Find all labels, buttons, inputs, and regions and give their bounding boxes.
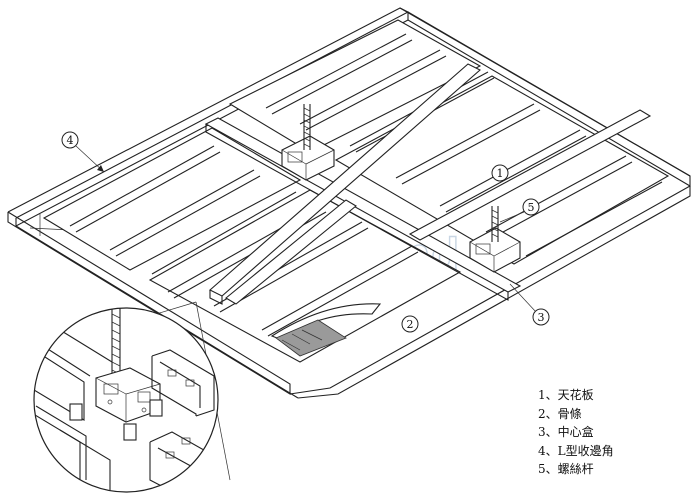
legend-item-runner: 2、骨條 <box>538 406 582 421</box>
callout-2-label: 2 <box>407 318 414 331</box>
insulation-sheet <box>270 303 382 357</box>
threaded-rods <box>303 104 499 242</box>
center-box-lower <box>469 227 521 273</box>
callout-1: 1 <box>491 164 509 182</box>
legend-item-center-box: 3、中心盒 <box>538 425 594 439</box>
callout-5: 5 <box>499 198 540 223</box>
parts-legend: 1、天花板 2、骨條 3、中心盒 4、L型收邊角 5、螺絲杆 <box>538 386 614 479</box>
legend-item-ceiling-panel: 1、天花板 <box>538 388 594 402</box>
legend-item-threaded-rod: 5、螺絲杆 <box>538 462 594 476</box>
legend-item-l-edge-trim: 4、L型收邊角 <box>538 443 614 458</box>
callout-5-label: 5 <box>528 201 535 214</box>
callout-2: 2 <box>401 315 419 333</box>
callout-4: 4 <box>61 131 105 173</box>
callout-1-label: 1 <box>497 167 504 180</box>
callout-4-label: 4 <box>67 134 74 147</box>
callout-3-label: 3 <box>538 311 545 324</box>
callout-3: 3 <box>509 283 550 326</box>
detail-magnifier <box>33 307 219 493</box>
